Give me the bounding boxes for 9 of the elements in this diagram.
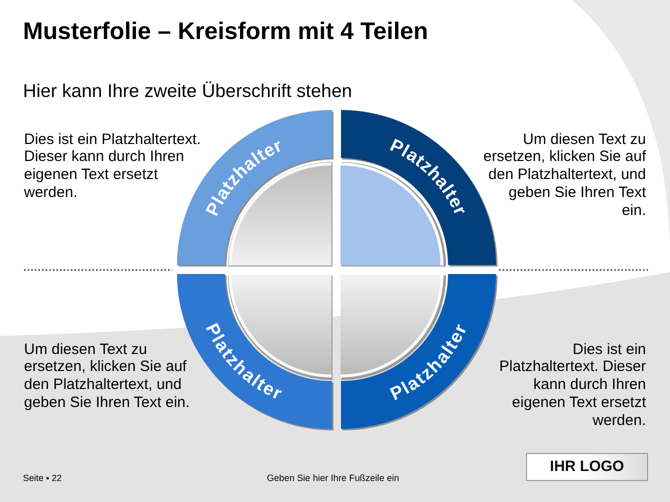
- slide-title: Musterfolie – Kreisform mit 4 Teilen: [23, 20, 428, 44]
- body-text: Um diesen Text zu ersetzen, klicken Sie auf den Platzhaltertext, und geben Sie Ihren Text ein.: [24, 340, 191, 412]
- placeholder-panel: IHR LOGO: [526, 453, 648, 481]
- body-text: Dies ist ein Platzhaltertext. Dieser kann durch Ihren eigenen Text ersetzt werden.: [498, 340, 646, 430]
- page-number: Seite ▪ 22: [23, 473, 62, 484]
- footer-text: Geben Sie hier Ihre Fußzeile ein: [266, 473, 400, 484]
- subtitle: Hier kann Ihre zweite Überschrift stehen: [23, 80, 352, 100]
- body-text: Um diesen Text zu ersetzen, klicken Sie auf den Platzhaltertext, und geben Sie Ihren Text ein.: [482, 130, 646, 220]
- body-text: Dies ist ein Platzhaltertext. Dieser kann durch Ihren eigenen Text ersetzt werden.: [24, 130, 202, 202]
